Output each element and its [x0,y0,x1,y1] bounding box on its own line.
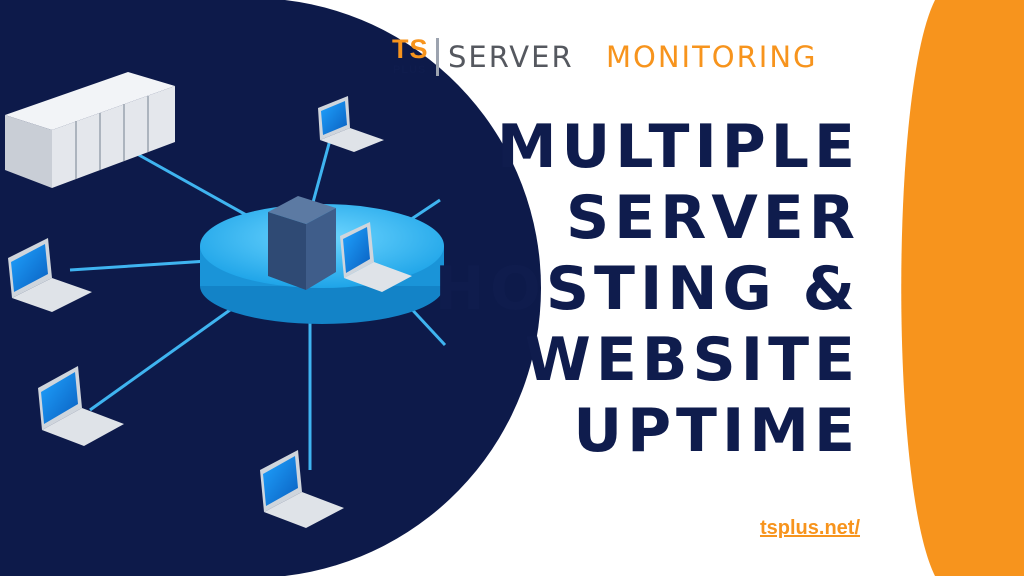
laptop-icon [318,96,384,152]
headline-line: MULTIPLE [496,112,860,182]
logo-plus: PLUS [393,64,427,76]
headline-line: UPTIME [573,396,860,466]
laptop-icon [38,366,124,446]
headline-line: HOSTING & [434,254,860,324]
server-rack-icon [5,72,175,188]
headline-line: SERVER [565,183,860,253]
headline-line: WEBSITE [524,325,860,395]
logo-ts: TS [392,34,429,64]
website-link[interactable]: tsplus.net/ [759,517,860,539]
laptop-icon [260,450,344,528]
laptop-icon [8,238,92,312]
logo-server-word: SERVER [448,40,574,74]
brand-logo: TS PLUS SERVER MONITORING [392,36,872,80]
laptop-icon [340,222,412,292]
orange-panel [901,0,1024,576]
logo-divider [436,38,439,76]
logo-monitoring-word: MONITORING [606,40,818,74]
server-tower-icon [268,196,336,290]
headline: MULTIPLE SERVER HOSTING & WEBSITE UPTIME [400,112,860,467]
